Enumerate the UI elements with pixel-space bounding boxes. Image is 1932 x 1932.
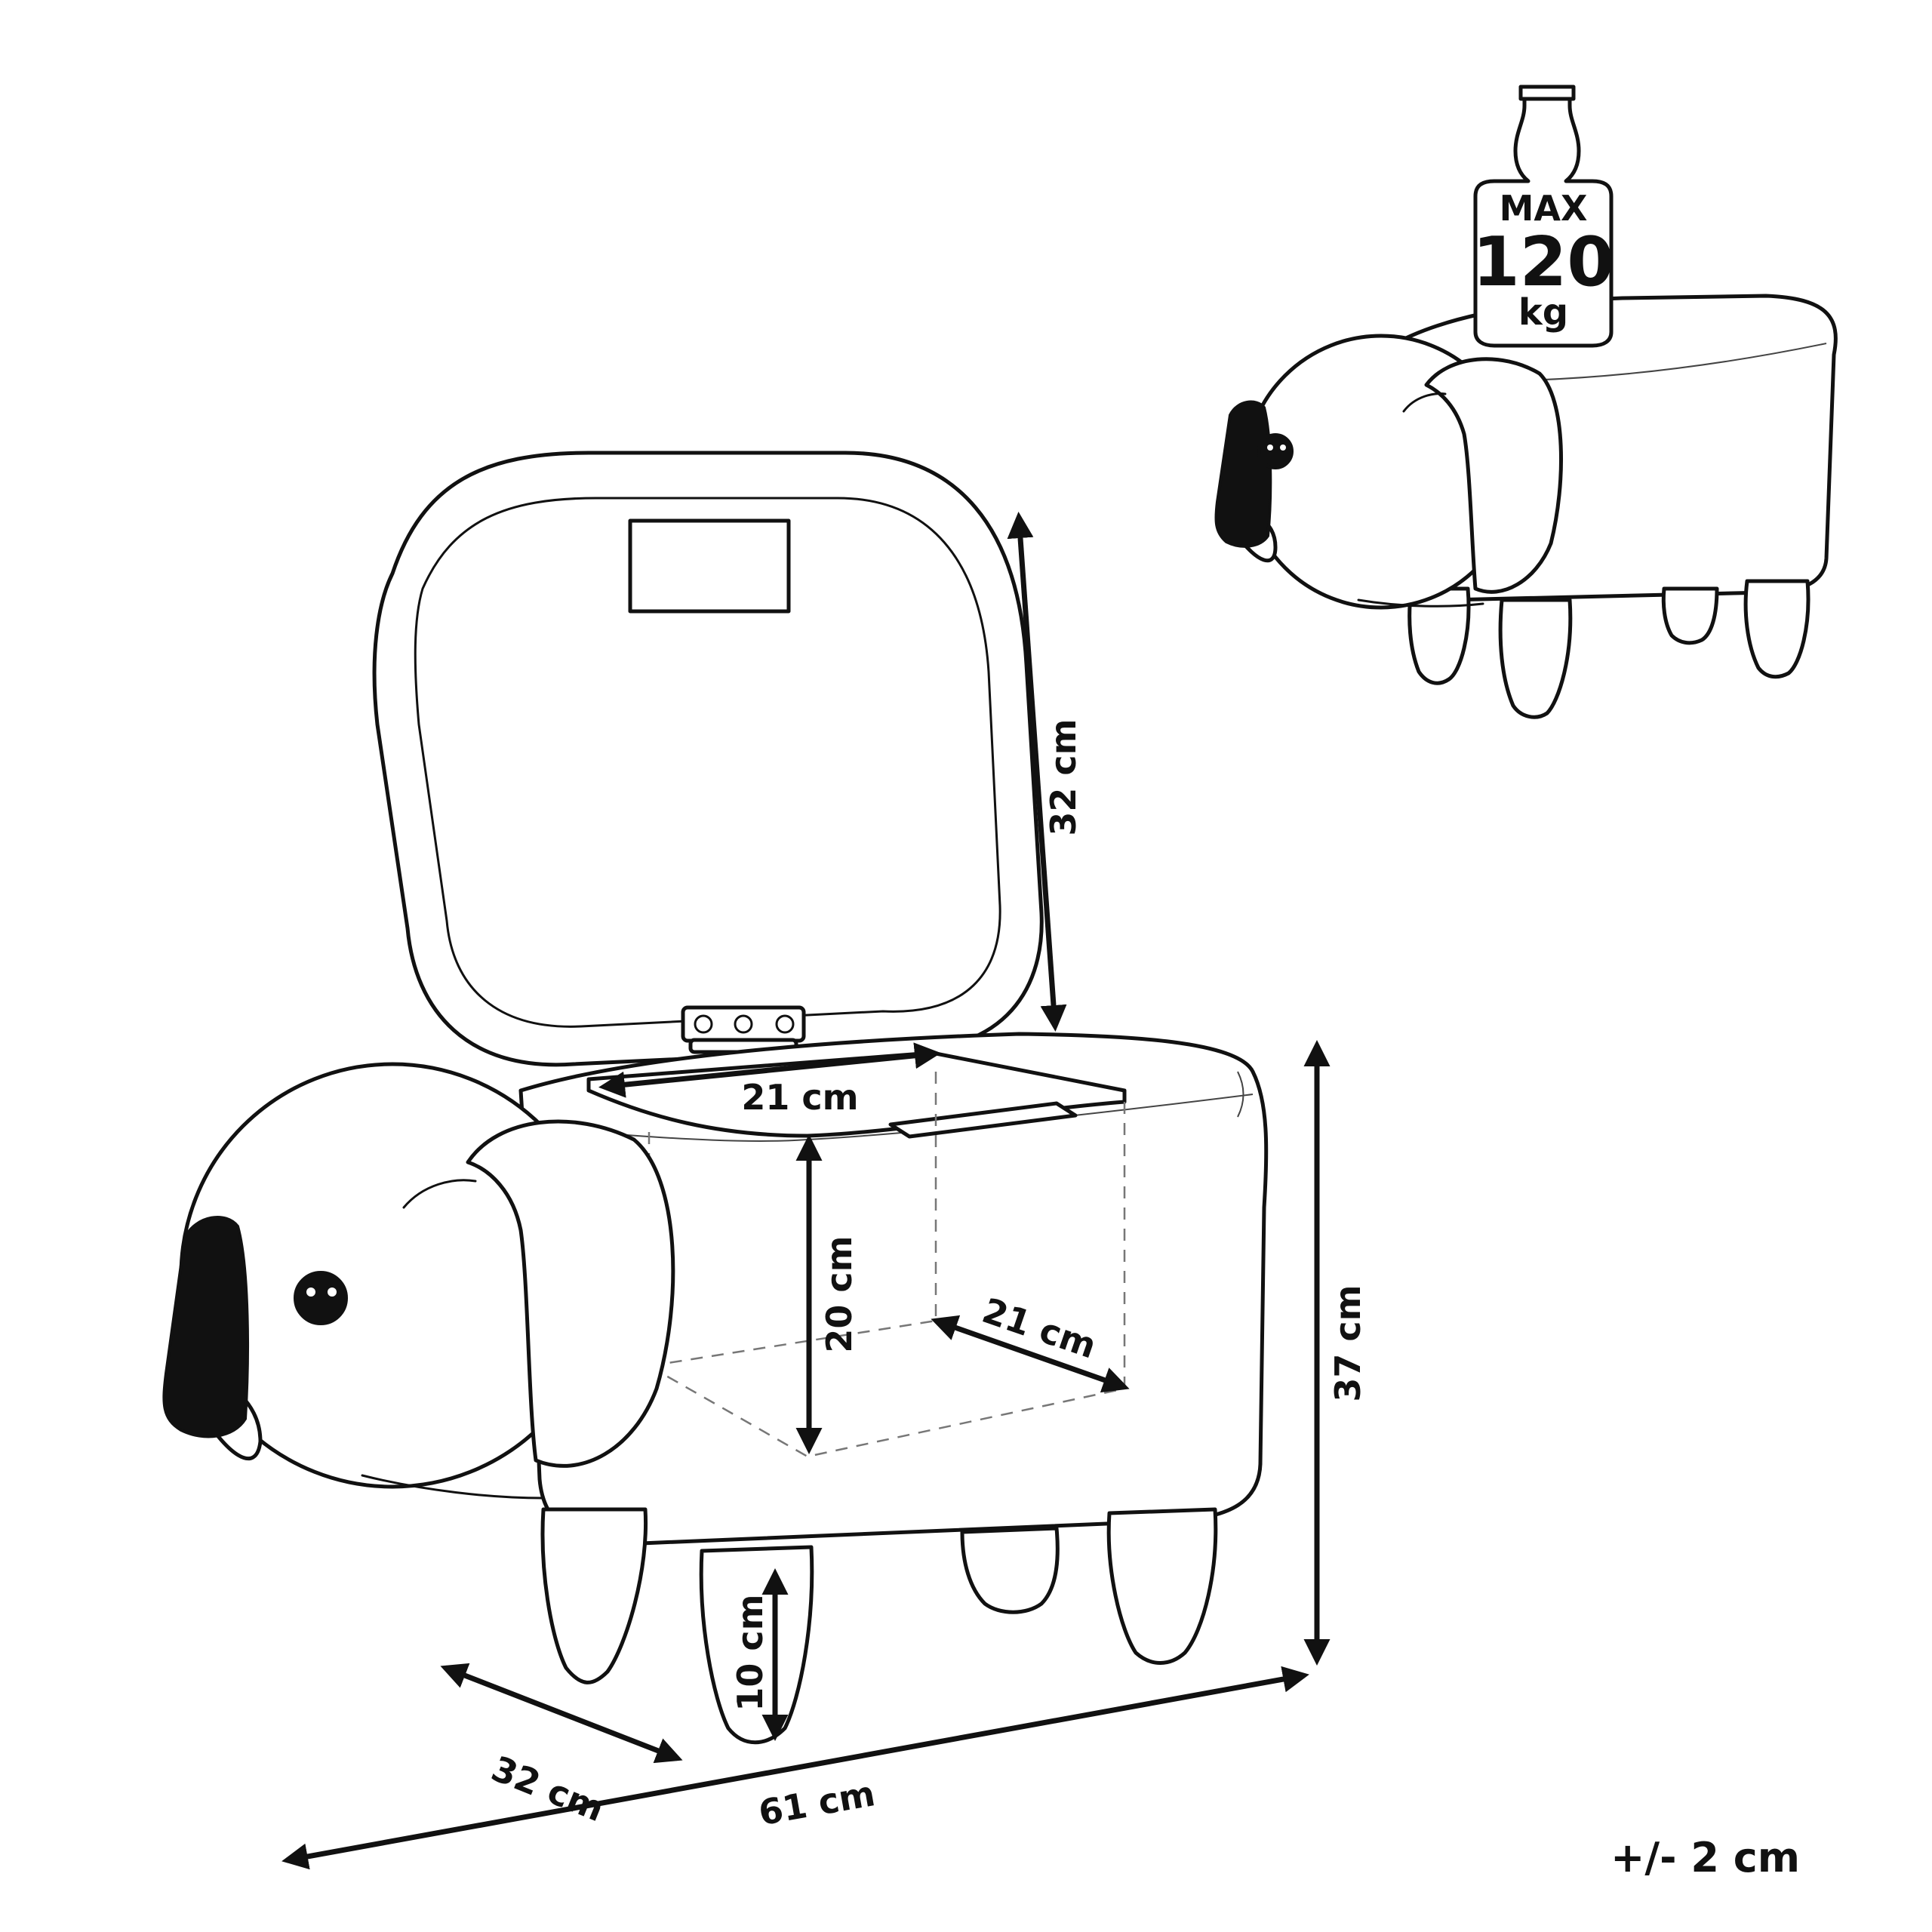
opening-width-label: 21 cm [741,1077,858,1118]
dog-head [162,1062,675,1500]
small-leg-4 [1743,579,1810,679]
dog-ear [466,1119,675,1468]
leg-front-left [540,1507,648,1684]
tolerance-note: +/- 2 cm [1611,1834,1800,1881]
leg-back-right [960,1526,1060,1614]
weight-value-label: 120 [1472,223,1614,302]
dog-nose [162,1216,249,1438]
leg-front-right [1106,1507,1218,1665]
open-lid [372,451,1044,1067]
inner-depth-label: 20 cm [819,1235,860,1352]
length-label: 61 cm [755,1773,878,1833]
width-label: 32 cm [486,1748,610,1829]
total-height-label: 37 cm [1327,1284,1368,1401]
small-dog-nose [1214,400,1272,548]
small-leg-1 [1407,586,1471,685]
small-leg-3 [1661,586,1719,645]
open-storage-stool: 32 cm 21 cm 20 cm 21 cm 37 cm 10 cm 32 c… [162,451,1368,1870]
dog-eye [294,1271,348,1325]
weight-unit-label: kg [1518,291,1568,334]
dimension-arrows [281,512,1331,1870]
lid-handle-strap [628,518,791,614]
weight-icon: MAX 120 kg [1472,85,1614,348]
small-dog-eye [1257,433,1294,469]
small-leg-2 [1498,598,1573,719]
closed-stool-with-weight: MAX 120 kg [1214,85,1838,719]
weight-max-label: MAX [1500,188,1588,229]
leg-height-label: 10 cm [730,1594,771,1711]
lid-height-label: 32 cm [1043,718,1084,835]
